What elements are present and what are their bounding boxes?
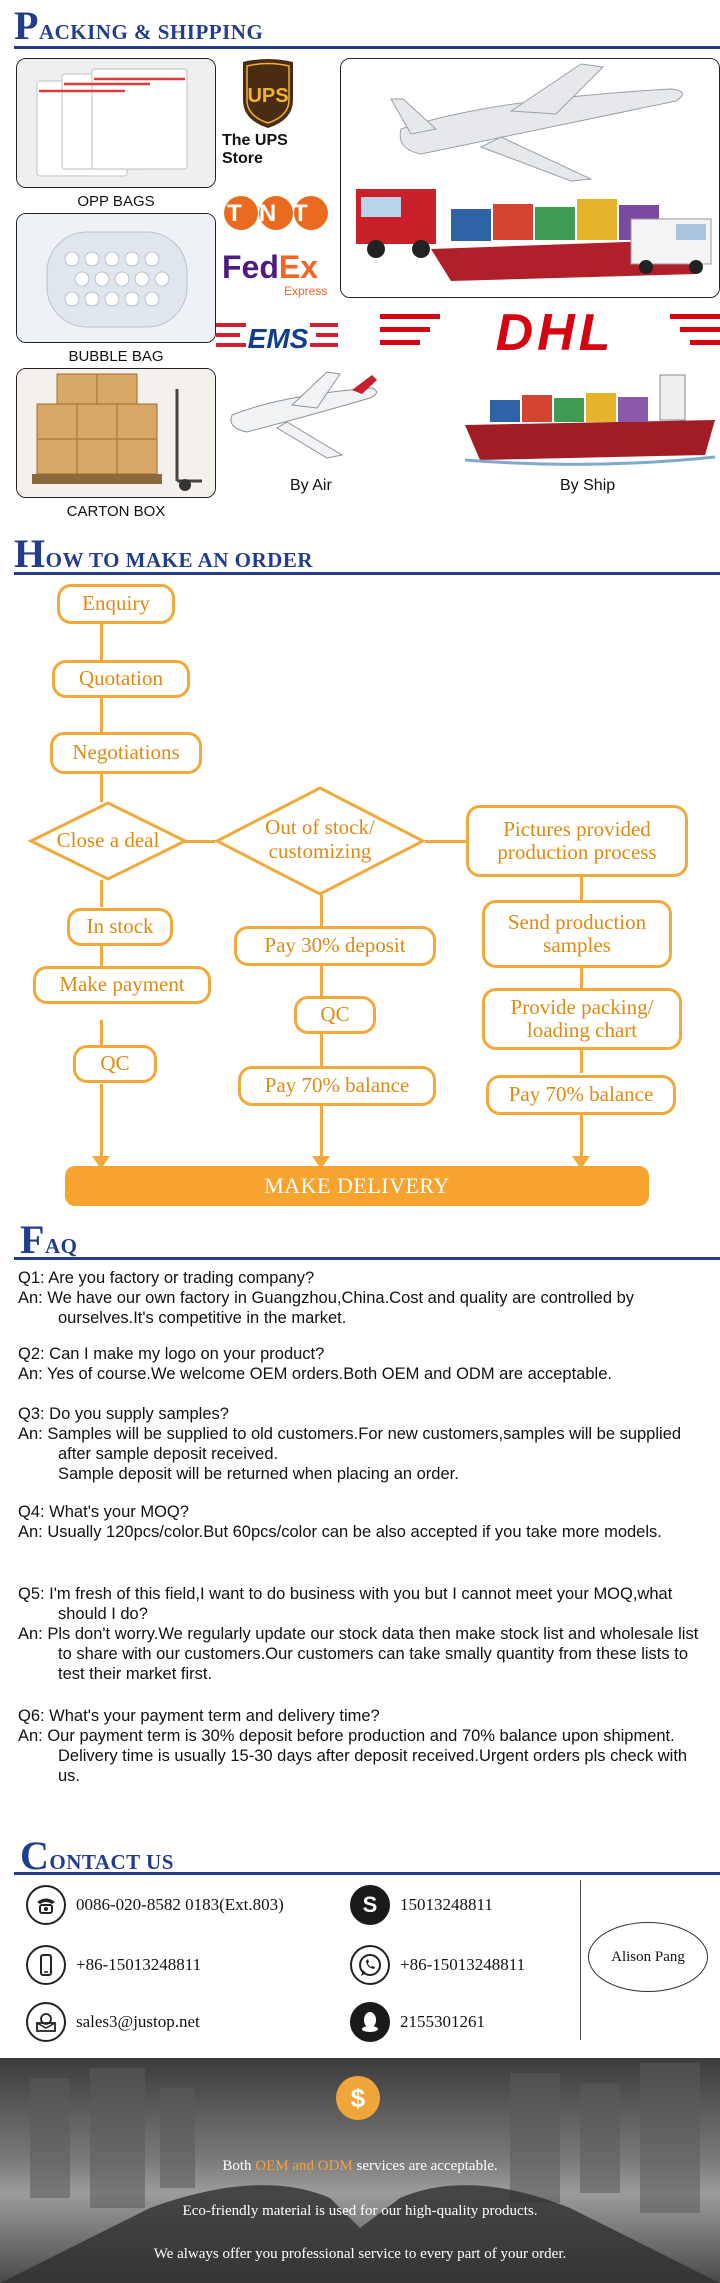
step-pictures-provided: Pictures provided production process xyxy=(466,805,688,877)
handshake-background xyxy=(0,2063,720,2283)
bubble-bag-image xyxy=(16,213,216,343)
ems-logo-text: EMS xyxy=(248,323,309,354)
faq-item: Q1: Are you factory or trading company? … xyxy=(18,1268,700,1334)
faq-question: Q5: I'm fresh of this field,I want to do… xyxy=(18,1585,673,1623)
contact-email: sales3@justop.net xyxy=(26,2002,200,2042)
mobile-phone-icon xyxy=(26,1945,66,1985)
phone-number[interactable]: 0086-020-8582 0183(Ext.803) xyxy=(76,1895,284,1914)
tnt-logo: TNT xyxy=(222,192,330,234)
faq-answer-cont: Sample deposit will be returned when pla… xyxy=(58,1465,459,1483)
banner-line-1: Both OEM and ODM services are acceptable… xyxy=(222,2158,498,2174)
email-icon xyxy=(26,2002,66,2042)
qq-icon xyxy=(350,2002,390,2042)
footer-banner: $ Both OEM and ODM services are acceptab… xyxy=(0,2058,720,2283)
faq-item: Q4: What's your MOQ? An: Usually 120pcs/… xyxy=(18,1502,700,1592)
dhl-logo: DHL xyxy=(380,300,720,362)
faq-question: Q4: What's your MOQ? xyxy=(18,1503,189,1521)
contact-skype: S 15013248811 xyxy=(350,1885,493,1925)
telephone-icon xyxy=(26,1885,66,1925)
delivery-arrows xyxy=(92,1156,590,1169)
opp-bags-image xyxy=(16,58,216,188)
step-pay-30-deposit: Pay 30% deposit xyxy=(234,926,436,966)
step-negotiations: Negotiations xyxy=(50,732,202,774)
contact-phone: 0086-020-8582 0183(Ext.803) xyxy=(26,1885,284,1925)
bubble-bag-label: BUBBLE BAG xyxy=(68,348,164,365)
ups-logo: UPS xyxy=(238,58,298,130)
packing-rule xyxy=(14,46,720,49)
faq-answer: An: Yes of course.We welcome OEM orders.… xyxy=(18,1365,612,1383)
by-ship-image xyxy=(460,365,720,470)
ems-logo: EMS xyxy=(216,315,338,355)
step-qc-1: QC xyxy=(73,1045,157,1083)
mobile-number[interactable]: +86-15013248811 xyxy=(76,1955,202,1974)
step-packing-chart: Provide packing/ loading chart xyxy=(482,988,682,1050)
tnt-logo-text: TNT xyxy=(227,200,325,227)
opp-bags-label: OPP BAGS xyxy=(77,193,155,210)
step-pay-70-balance-a: Pay 70% balance xyxy=(238,1066,436,1106)
ups-logo-text: UPS xyxy=(247,85,288,107)
faq-question: Q1: Are you factory or trading company? xyxy=(18,1269,315,1287)
step-make-payment: Make payment xyxy=(33,966,211,1004)
faq-answer: An: We have our own factory in Guangzhou… xyxy=(18,1289,635,1327)
contact-rule xyxy=(14,1872,720,1875)
email-address[interactable]: sales3@justop.net xyxy=(76,2012,200,2031)
step-in-stock: In stock xyxy=(67,908,173,946)
order-title: HOW TO MAKE AN ORDER xyxy=(14,531,314,576)
dollar-coin-icon: $ xyxy=(336,2076,380,2120)
step-enquiry: Enquiry xyxy=(57,584,175,624)
whatsapp-icon xyxy=(350,1945,390,1985)
whatsapp-number[interactable]: +86-15013248811 xyxy=(400,1955,526,1974)
contact-title: CONTACT US xyxy=(20,1833,174,1878)
faq-item: Q5: I'm fresh of this field,I want to do… xyxy=(18,1584,700,1702)
fedex-logo: FedEx Express xyxy=(222,249,328,298)
faq-question: Q2: Can I make my logo on your product? xyxy=(18,1345,325,1363)
signature-oval: Alison Pang xyxy=(588,1922,708,1992)
faq-item: Q6: What's your payment term and deliver… xyxy=(18,1706,700,1816)
contact-whatsapp: +86-15013248811 xyxy=(350,1945,525,1985)
step-out-of-stock: Out of stock/ customizing xyxy=(214,785,426,897)
contact-mobile: +86-15013248811 xyxy=(26,1945,201,1985)
faq-question: Q6: What's your payment term and deliver… xyxy=(18,1707,380,1725)
step-send-samples: Send production samples xyxy=(482,900,672,968)
banner-line-3: We always offer you professional service… xyxy=(153,2246,567,2262)
qq-number[interactable]: 2155301261 xyxy=(400,2012,485,2031)
ups-store-label: The UPS Store xyxy=(222,132,288,167)
faq-list: Q1: Are you factory or trading company? … xyxy=(18,1268,700,1816)
faq-answer: An: Usually 120pcs/color.But 60pcs/color… xyxy=(18,1523,662,1541)
faq-title: FAQ xyxy=(20,1217,78,1262)
contact-qq: 2155301261 xyxy=(350,2002,485,2042)
by-ship-label: By Ship xyxy=(560,477,616,494)
carton-box-label: CARTON BOX xyxy=(66,503,166,520)
banner-line-2: Eco-friendly material is used for our hi… xyxy=(182,2203,538,2219)
by-air-image xyxy=(222,370,382,465)
carton-box-image xyxy=(16,368,216,498)
contact-divider xyxy=(580,1880,581,2040)
faq-item: Q3: Do you supply samples? An: Samples w… xyxy=(18,1404,700,1494)
transport-photo xyxy=(340,58,720,298)
skype-id[interactable]: 15013248811 xyxy=(400,1895,493,1914)
step-pay-70-balance-b: Pay 70% balance xyxy=(486,1075,676,1115)
faq-rule xyxy=(14,1257,720,1260)
dhl-logo-text: DHL xyxy=(496,304,615,360)
make-delivery-bar: MAKE DELIVERY xyxy=(65,1166,649,1206)
step-qc-2: QC xyxy=(294,996,376,1034)
step-close-deal: Close a deal xyxy=(28,800,188,882)
faq-answer-cont: Delivery time is usually 15-30 days afte… xyxy=(58,1747,688,1785)
faq-item: Q2: Can I make my logo on your product? … xyxy=(18,1344,700,1410)
faq-question: Q3: Do you supply samples? xyxy=(18,1405,229,1423)
faq-answer: An: Pls don't worry.We regularly update … xyxy=(18,1625,699,1683)
order-rule xyxy=(14,572,720,575)
by-air-label: By Air xyxy=(290,477,332,494)
step-quotation: Quotation xyxy=(52,660,190,698)
faq-answer: An: Samples will be supplied to old cust… xyxy=(18,1425,682,1463)
faq-answer: An: Our payment term is 30% deposit befo… xyxy=(18,1727,675,1745)
packing-title: PACKING & SHIPPING xyxy=(14,3,264,48)
skype-icon: S xyxy=(350,1885,390,1925)
